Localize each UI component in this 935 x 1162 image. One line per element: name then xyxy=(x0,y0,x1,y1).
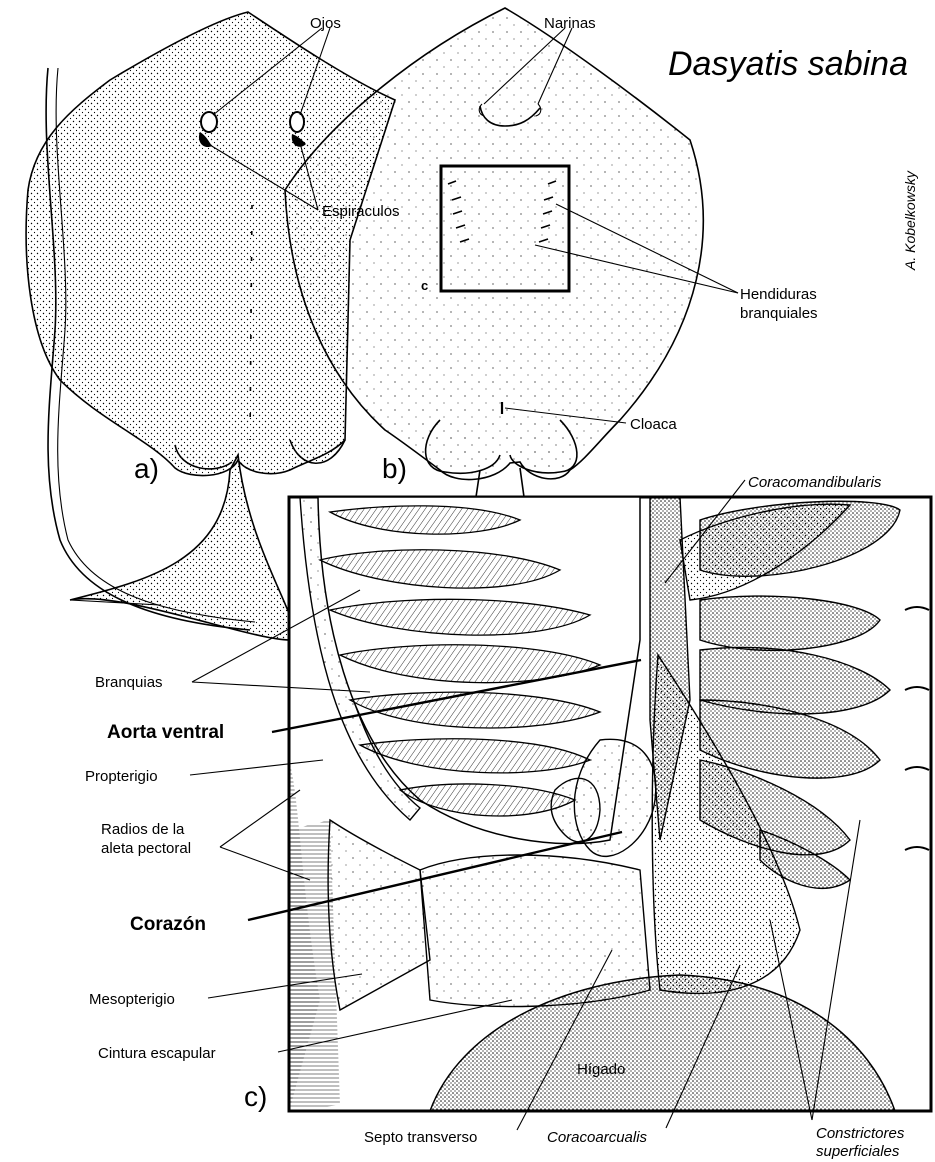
label-coracoarcualis: Coracoarcualis xyxy=(547,1129,648,1146)
label-mesopterigio: Mesopterigio xyxy=(89,991,175,1008)
label-hendiduras-1: Hendiduras xyxy=(740,286,817,303)
label-constrictores-1: Constrictores xyxy=(816,1125,905,1142)
eye-right-icon xyxy=(290,112,304,132)
label-cloaca: Cloaca xyxy=(630,416,677,433)
tail-a xyxy=(70,455,294,640)
label-corazon: Corazón xyxy=(130,914,206,935)
label-constrictores-2: superficiales xyxy=(816,1143,900,1160)
label-septo-transverso: Septo transverso xyxy=(364,1129,477,1146)
label-espiraculos: Espiráculos xyxy=(322,203,400,220)
label-radios-2: aleta pectoral xyxy=(101,840,191,857)
label-narinas: Narinas xyxy=(544,15,596,32)
label-cintura-escapular: Cintura escapular xyxy=(98,1045,216,1062)
panel-label-a: a) xyxy=(134,453,159,484)
label-higado: Hígado xyxy=(577,1061,625,1078)
label-propterigio: Propterigio xyxy=(85,768,158,785)
inset-label-c: c xyxy=(421,278,428,293)
label-coracomandibularis: Coracomandibularis xyxy=(748,474,882,491)
label-hendiduras-2: branquiales xyxy=(740,305,818,322)
panel-label-b: b) xyxy=(382,453,407,484)
illustrator-credit: A. Kobelkowsky xyxy=(902,170,918,271)
label-ojos: Ojos xyxy=(310,15,341,32)
figure-title: Dasyatis sabina xyxy=(668,45,908,83)
label-branquias: Branquias xyxy=(95,674,163,691)
detail-panel-c xyxy=(289,497,931,1111)
label-radios-1: Radios de la xyxy=(101,821,185,838)
eye-left-icon xyxy=(201,112,217,132)
panel-label-c: c) xyxy=(244,1081,267,1112)
label-aorta-ventral: Aorta ventral xyxy=(107,722,224,743)
